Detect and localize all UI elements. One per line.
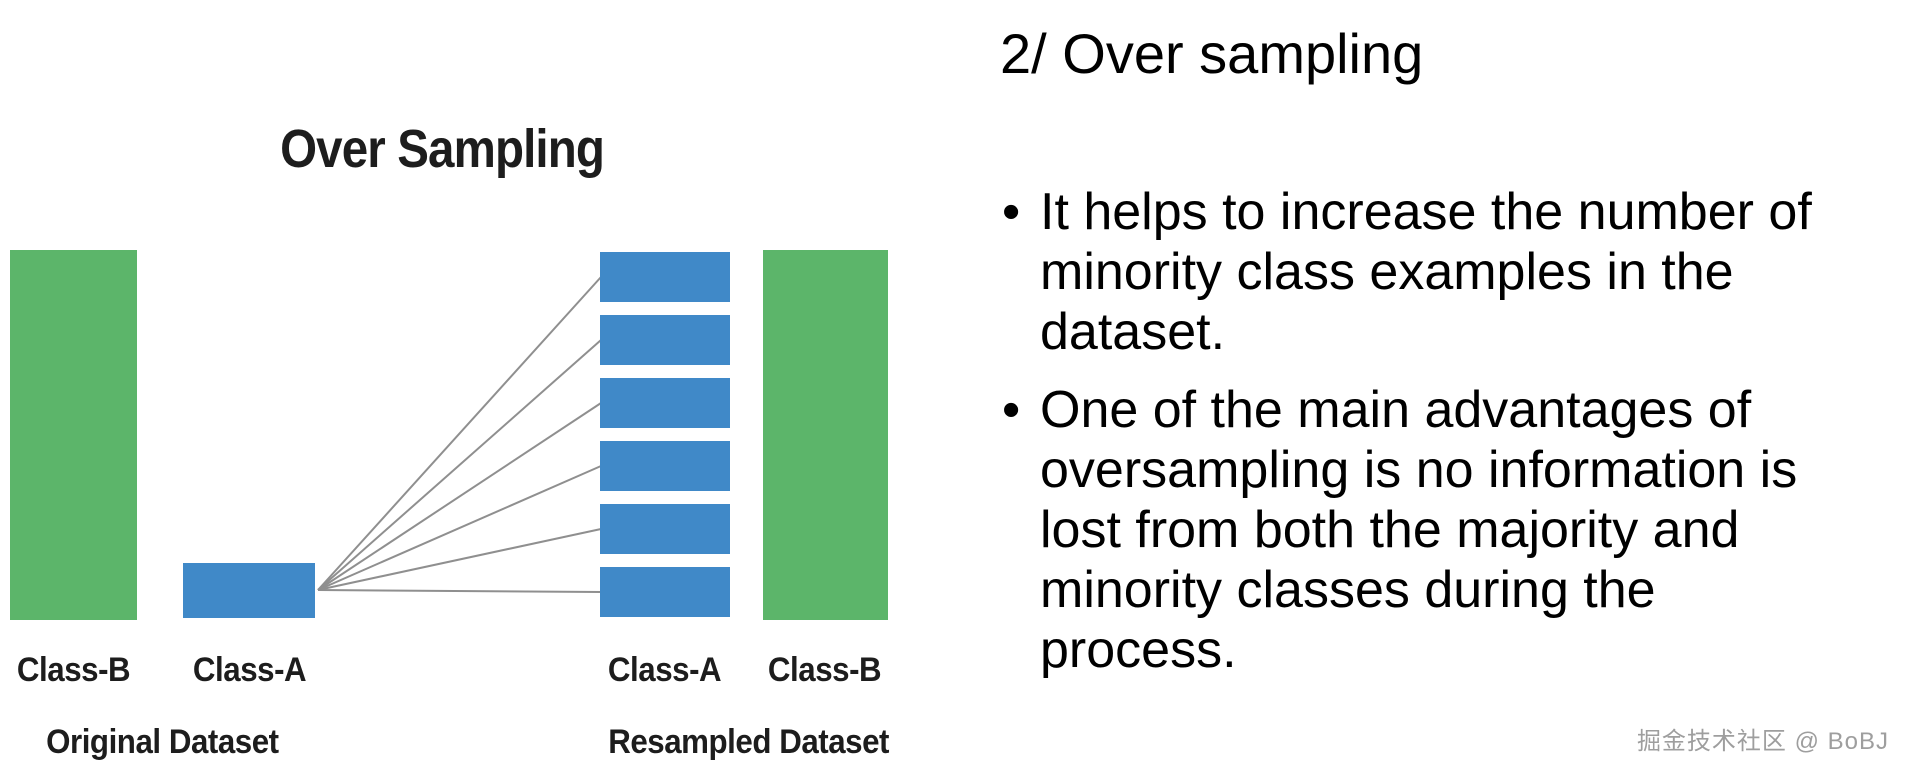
bullet-item: • It helps to increase the number of min…: [1002, 182, 1907, 362]
duplication-line: [317, 589, 602, 593]
duplication-line: [317, 339, 602, 591]
bullet-text: It helps to increase the number of minor…: [1040, 183, 1812, 361]
resampled-class-a-copy: [600, 252, 730, 302]
original-class-b-bar: [10, 250, 137, 620]
duplication-line: [317, 528, 602, 591]
diagram-title: Over Sampling: [160, 118, 725, 180]
resampled-class-a-copy: [600, 315, 730, 365]
resampled-class-a-copy: [600, 567, 730, 617]
label-original-class-a: Class-A: [193, 651, 307, 689]
label-resampled-dataset: Resampled Dataset: [608, 723, 889, 761]
bullet-item: • One of the main advantages of oversamp…: [1002, 380, 1907, 680]
section-heading: 2/ Over sampling: [1000, 22, 1424, 85]
duplication-line: [317, 465, 602, 591]
label-original-class-b: Class-B: [17, 651, 131, 689]
original-class-a-bar: [183, 563, 315, 618]
label-resampled-class-b: Class-B: [768, 651, 882, 689]
bullet-text: One of the main advantages of oversampli…: [1040, 381, 1798, 679]
diagram-title-text: Over Sampling: [280, 119, 606, 179]
bullet-marker: •: [1002, 183, 1021, 241]
label-original-dataset: Original Dataset: [45, 723, 279, 761]
resampled-class-a-stack: [600, 252, 730, 617]
label-resampled-class-a: Class-A: [608, 651, 722, 689]
resampled-class-a-copy: [600, 378, 730, 428]
bullet-marker: •: [1002, 381, 1021, 439]
resampled-class-b-bar: [763, 250, 888, 620]
duplication-line: [317, 402, 602, 591]
watermark: 掘金技术社区 @ BoBJ: [1636, 728, 1889, 755]
duplication-line: [317, 276, 602, 591]
resampled-class-a-copy: [600, 504, 730, 554]
bullet-list: • It helps to increase the number of min…: [1002, 182, 1907, 698]
resampled-class-a-copy: [600, 441, 730, 491]
